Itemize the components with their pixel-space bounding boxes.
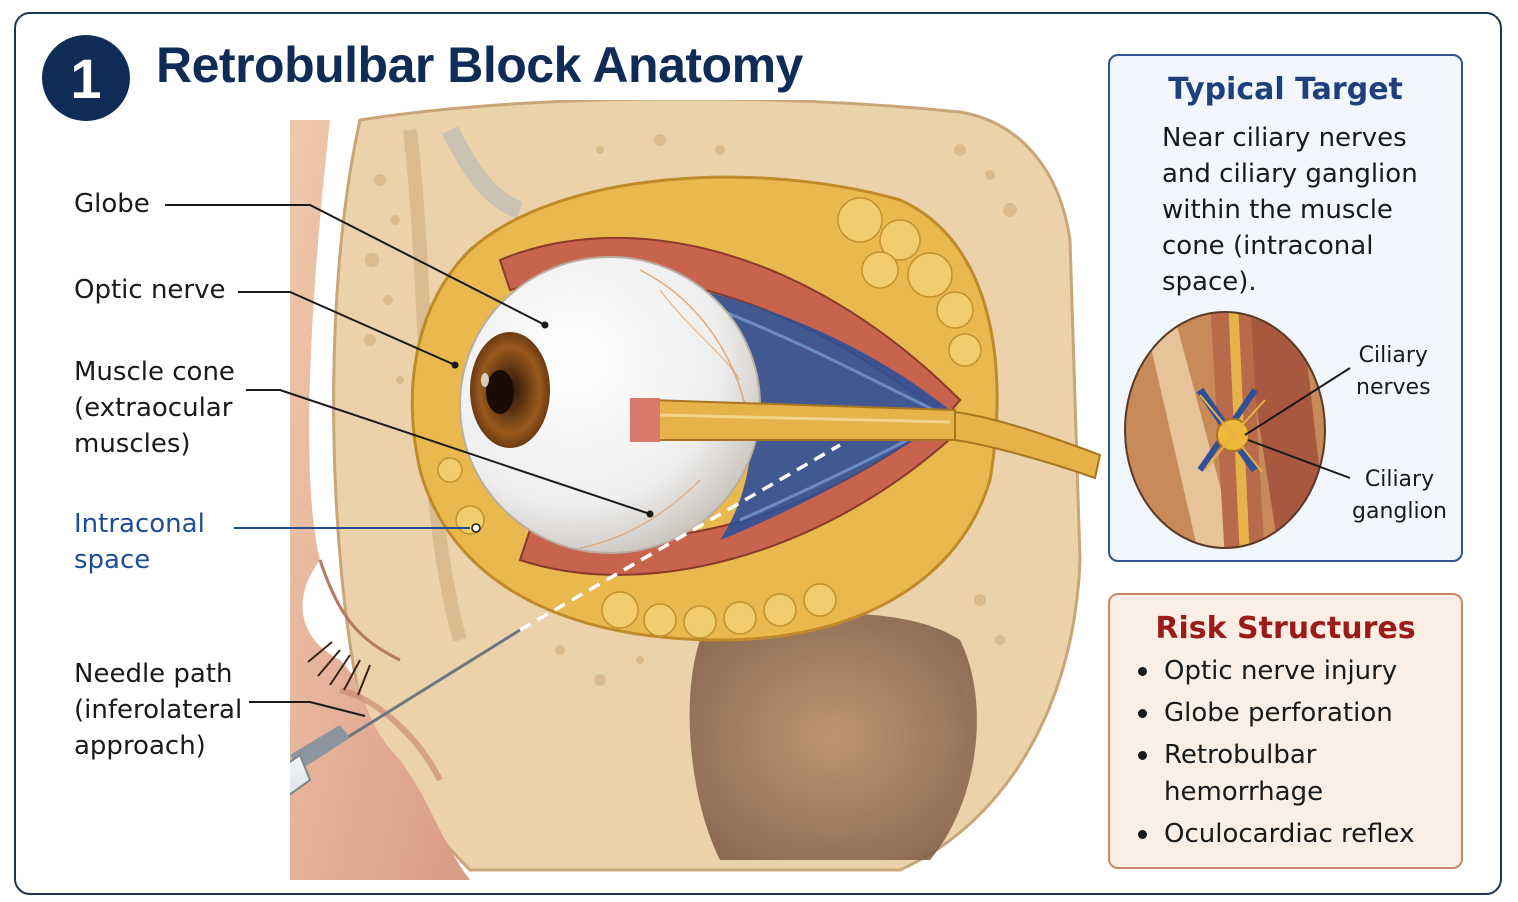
optic-nerve-drawing [630,398,1102,480]
label-globe: Globe [74,189,150,219]
label-intraconal-space: Intraconal space [74,509,205,575]
label-optic-nerve: Optic nerve [74,275,226,305]
label-ciliary-ganglion: Ciliary ganglion [1352,467,1447,524]
leader-needle-path [249,701,366,717]
step-number: 1 [70,46,102,110]
globe-drawing [459,256,761,554]
maxillary-sinus [689,613,977,860]
syringe [290,628,521,796]
bullet-icon [1138,667,1147,676]
bullet-icon [1138,830,1147,839]
leader-muscle-cone [246,389,651,515]
label-needle-path: Needle path (inferolateral approach) [74,659,243,761]
risk-structures-panel: Risk Structures Optic nerve injury Globe… [1108,593,1463,869]
face-skin [290,120,470,880]
leader-ciliary-nerves [1244,367,1351,436]
label-ciliary-nerves: Ciliary nerves [1356,343,1431,400]
risk-item: Optic nerve injury [1134,653,1454,690]
risk-structures-heading: Risk Structures [1155,611,1416,646]
leader-globe [165,204,546,326]
risk-item: Globe perforation [1134,695,1454,732]
typical-target-heading: Typical Target [1168,72,1403,107]
leader-ciliary-ganglion [1247,439,1351,479]
needle-path-line [519,443,841,632]
risk-item: Oculocardiac reflex [1134,816,1454,853]
step-number-badge: 1 [42,35,130,121]
leader-optic-nerve [238,291,456,366]
risk-structures-list: Optic nerve injury Globe perforation Ret… [1134,653,1454,858]
ciliary-ganglion-inset [1124,311,1351,549]
label-muscle-cone: Muscle cone (extraocular muscles) [74,357,235,459]
orbit-illustration [290,100,1102,880]
typical-target-body: Near ciliary nerves and ciliary ganglion… [1162,123,1418,297]
page-title: Retrobulbar Block Anatomy [156,37,803,93]
bullet-icon [1138,751,1147,760]
bullet-icon [1138,709,1147,718]
